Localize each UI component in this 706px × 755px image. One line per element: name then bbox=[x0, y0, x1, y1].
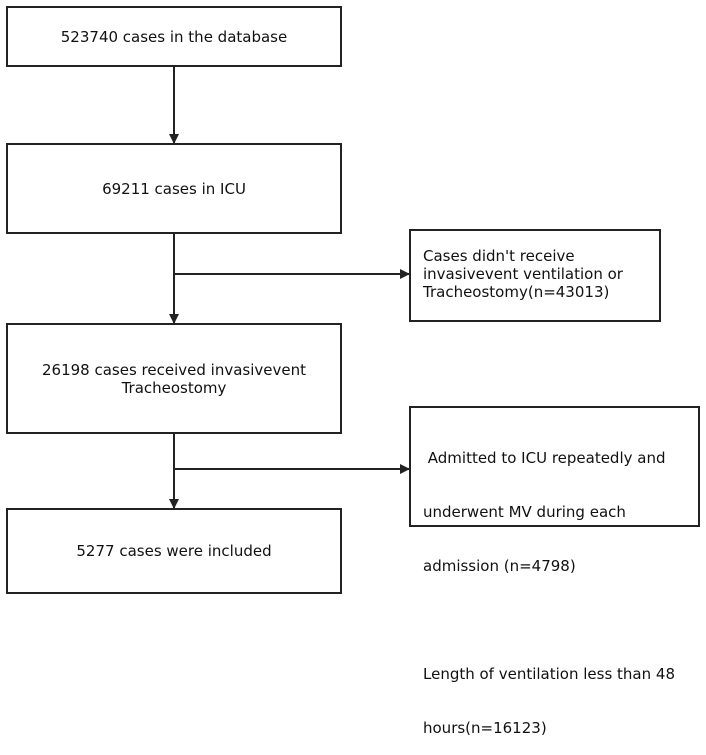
box-invasive-cases-line-2: Tracheostomy bbox=[121, 378, 227, 397]
exclusion-2-paragraph-1-line-3: admission (n=4798) bbox=[423, 557, 576, 575]
connectors bbox=[169, 66, 410, 509]
exclusion-2-paragraph-2-line-2: hours(n=16123) bbox=[423, 719, 547, 737]
box-icu-cases: 69211 cases in ICU bbox=[6, 143, 342, 234]
exclusion-box-2: Admitted to ICU repeatedly and underwent… bbox=[409, 406, 700, 737]
exclusion-2-paragraph-1-line-2: underwent MV during each bbox=[423, 503, 626, 521]
exclusion-1-line-1: Cases didn't receive bbox=[423, 247, 575, 265]
exclusion-box-1: Cases didn't receive invasivevent ventil… bbox=[409, 229, 661, 322]
exclusion-2-paragraph-1-line-1: Admitted to ICU repeatedly and bbox=[423, 449, 666, 467]
box-database-cases-label: 523740 cases in the database bbox=[60, 27, 288, 46]
box-invasive-cases-line-1: 26198 cases received invasivevent bbox=[42, 360, 306, 379]
box-included-cases-label: 5277 cases were included bbox=[76, 542, 272, 560]
box-invasive-cases: 26198 cases received invasivevent Trache… bbox=[6, 323, 342, 434]
box-icu-cases-label: 69211 cases in ICU bbox=[102, 179, 246, 198]
box-database-cases: 523740 cases in the database bbox=[6, 6, 342, 67]
box-included-cases: 5277 cases were included bbox=[6, 508, 342, 594]
exclusion-1-line-3: Tracheostomy(n=43013) bbox=[423, 283, 610, 301]
exclusion-1-line-2: invasivevent ventilation or bbox=[423, 265, 623, 283]
paragraph-gap bbox=[423, 611, 690, 629]
exclusion-2-paragraph-2-line-1: Length of ventilation less than 48 bbox=[423, 665, 675, 683]
